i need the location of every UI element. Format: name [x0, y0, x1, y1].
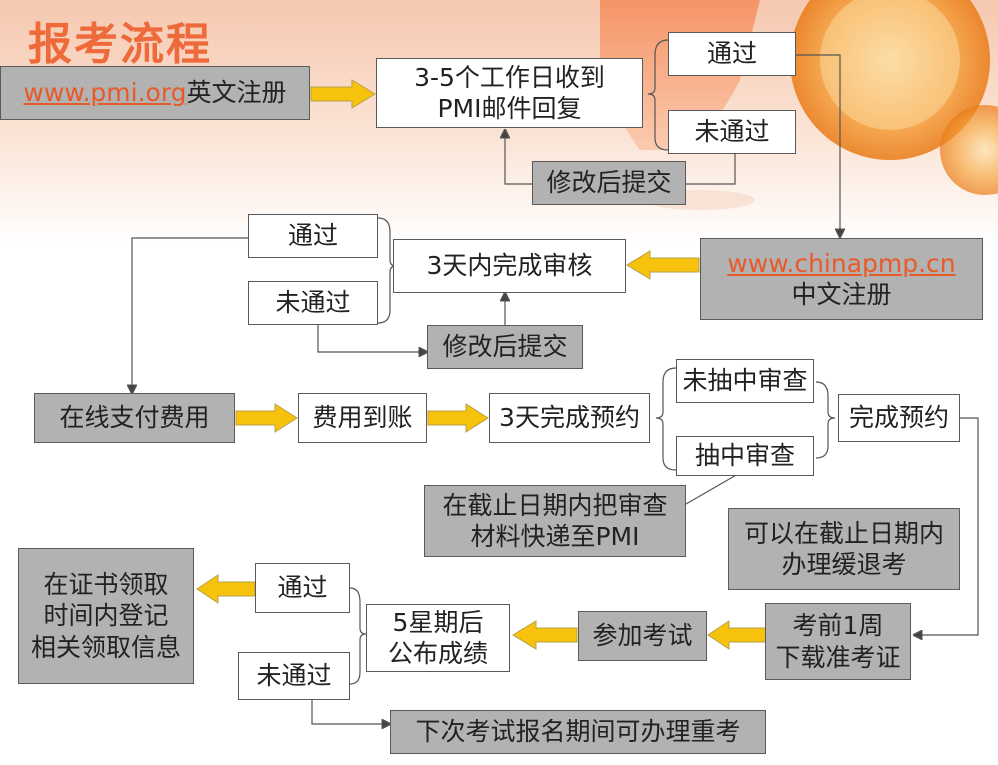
- review-fail-box: 未通过: [248, 281, 378, 325]
- booking-done-box: 完成预约: [838, 394, 960, 442]
- page-title: 报考流程: [28, 19, 212, 70]
- pmi-pass-box: 通过: [668, 32, 796, 76]
- review-pass-label: 通过: [287, 221, 338, 251]
- booking-box: 3天完成预约: [489, 393, 650, 443]
- postpone-line1: 可以在截止日期内: [743, 518, 944, 548]
- certificate-line1: 在证书领取: [43, 570, 169, 600]
- exam-fail-label: 未通过: [256, 661, 332, 691]
- booking-done-label: 完成预约: [848, 403, 949, 433]
- download-ticket-box: 考前1周 下载准考证: [765, 603, 911, 680]
- booking-label: 3天完成预约: [499, 403, 640, 433]
- exam-fail-connector: [311, 700, 390, 724]
- download-ticket-line1: 考前1周: [792, 611, 884, 641]
- exam-brace: [349, 587, 367, 685]
- fee-received-box: 费用到账: [298, 393, 427, 443]
- pmi-pass-connector: [796, 54, 840, 237]
- retake-label: 下次考试报名期间可办理重考: [415, 717, 741, 747]
- audit-material-line2: 材料快递至PMI: [470, 522, 640, 551]
- arrow-to-result: [512, 620, 578, 650]
- certificate-line3: 相关领取信息: [30, 632, 181, 662]
- chinapmp-register-box: www.chinapmp.cn 中文注册: [700, 238, 983, 320]
- pmi-register-label: 英文注册: [186, 78, 287, 108]
- review-fail-label: 未通过: [275, 288, 351, 318]
- postpone-box: 可以在截止日期内 办理缓退考: [728, 508, 960, 590]
- certificate-line2: 时间内登记: [43, 601, 169, 631]
- review-label: 3天内完成审核: [426, 251, 593, 281]
- arrow-to-certificate: [196, 574, 256, 604]
- pmi-resubmit-label: 修改后提交: [546, 168, 672, 198]
- audit-brace-right: [815, 381, 836, 459]
- review-resubmit-box: 修改后提交: [427, 325, 583, 369]
- audit-material-line1: 在截止日期内把审查: [442, 490, 668, 520]
- pmi-reply-brace: [647, 39, 669, 151]
- audited-label: 抽中审查: [694, 441, 795, 471]
- pmi-resubmit-box: 修改后提交: [532, 161, 686, 205]
- audit-material-box: 在截止日期内把审查 材料快递至PMI: [424, 485, 686, 557]
- take-exam-label: 参加考试: [592, 621, 693, 651]
- exam-fail-box: 未通过: [238, 652, 350, 700]
- postpone-line2: 办理缓退考: [781, 550, 907, 579]
- retake-box: 下次考试报名期间可办理重考: [390, 710, 766, 754]
- audited-box: 抽中审查: [676, 436, 814, 476]
- result-line2: 公布成绩: [387, 639, 488, 668]
- arrow-to-booking: [427, 403, 489, 433]
- fee-received-label: 费用到账: [312, 403, 413, 433]
- audit-brace-left: [655, 367, 677, 471]
- exam-pass-box: 通过: [255, 563, 350, 613]
- audited-connector: [685, 473, 739, 505]
- result-line1: 5星期后: [392, 607, 484, 637]
- pmi-pass-label: 通过: [706, 39, 757, 69]
- arrow-to-review: [626, 250, 700, 280]
- pay-online-box: 在线支付费用: [34, 393, 235, 443]
- pmi-reply-box: 3-5个工作日收到 PMI邮件回复: [376, 58, 643, 128]
- arrow-to-pmi-reply: [310, 79, 376, 109]
- pmi-resubmit-connector: [505, 130, 532, 185]
- not-audited-box: 未抽中审查: [676, 359, 814, 403]
- review-resubmit-label: 修改后提交: [442, 332, 568, 362]
- not-audited-label: 未抽中审查: [682, 366, 808, 396]
- review-pass-box: 通过: [248, 214, 378, 258]
- arrow-to-fee-received: [235, 403, 298, 433]
- take-exam-box: 参加考试: [578, 611, 707, 661]
- chinapmp-register-label: 中文注册: [791, 280, 892, 309]
- review-fail-connector: [317, 323, 427, 352]
- pmi-reply-line1: 3-5个工作日收到: [414, 62, 605, 92]
- chinapmp-link[interactable]: www.chinapmp.cn: [727, 248, 956, 278]
- pmi-fail-box: 未通过: [668, 110, 796, 154]
- result-box: 5星期后 公布成绩: [366, 604, 510, 672]
- pmi-fail-label: 未通过: [694, 117, 770, 147]
- pay-online-label: 在线支付费用: [59, 403, 210, 433]
- arrow-to-take-exam: [707, 620, 767, 650]
- pmi-org-link[interactable]: www.pmi.org: [23, 78, 187, 108]
- certificate-box: 在证书领取 时间内登记 相关领取信息: [18, 548, 194, 684]
- exam-pass-label: 通过: [277, 573, 328, 603]
- pmi-reply-line2: PMI邮件回复: [437, 94, 582, 123]
- review-pass-connector: [132, 237, 248, 393]
- review-box: 3天内完成审核: [393, 239, 626, 293]
- pmi-fail-connector: [686, 150, 736, 185]
- download-ticket-line2: 下载准考证: [775, 642, 901, 672]
- booking-connector: [914, 417, 979, 635]
